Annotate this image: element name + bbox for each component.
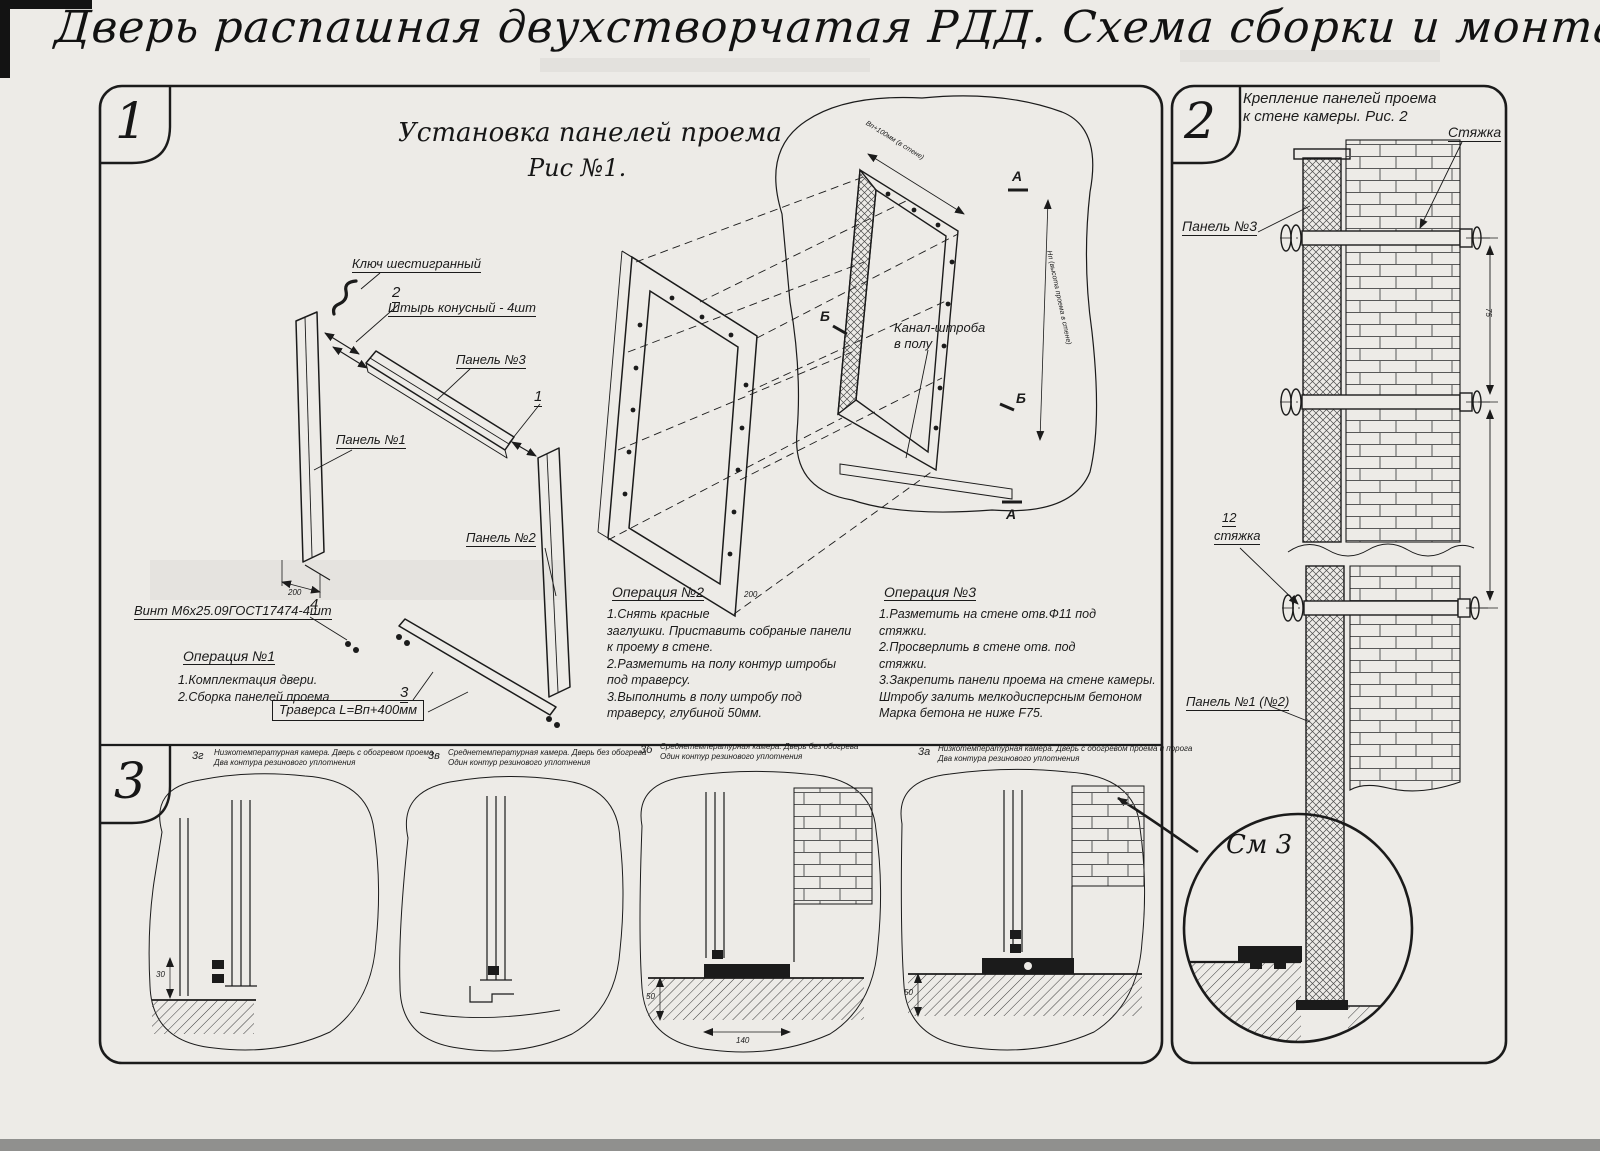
- wall-section-drawing: [1239, 139, 1498, 1007]
- operation2-title: Операция №2: [612, 584, 705, 601]
- operation3-title: Операция №3: [884, 584, 977, 601]
- label-tie-top: Стяжка: [1448, 124, 1502, 143]
- label-tie-item-number: 12: [1222, 510, 1237, 527]
- section2-number: 2: [1184, 92, 1216, 150]
- dim-30-3g: 30: [156, 970, 165, 979]
- label-traverse: Траверса L=Вп+400мм: [272, 700, 425, 721]
- dim-200-left: 200: [288, 588, 302, 597]
- label-panel3-section: Панель №3: [1182, 218, 1258, 237]
- cut-mark-a-bottom: А: [1006, 506, 1017, 522]
- view-3v-caption: Среднетемпературная камера. Дверь без об…: [448, 748, 647, 768]
- label-panel2: Панель №2: [466, 530, 536, 547]
- pin-arrows: [304, 332, 537, 581]
- cut-mark-b-right: Б: [1016, 390, 1026, 406]
- view-3b: [639, 770, 882, 1053]
- wall-opening-view: [775, 95, 1098, 513]
- label-screw: Винт М6х25.09ГОСТ17474-4шт: [134, 603, 332, 620]
- projection-lines: [607, 175, 959, 615]
- operation2-body: 1.Снять красные заглушки. Приставить соб…: [607, 607, 852, 720]
- label-panel3: Панель №3: [456, 352, 526, 369]
- callout-1: 1: [534, 388, 543, 408]
- label-panel1: Панель №1: [336, 432, 406, 449]
- operation3-body: 1.Разметить на стене отв.Ф11 под стяжки.…: [879, 607, 1156, 720]
- hex-key-icon: [331, 279, 358, 316]
- dim-140-3b: 140: [736, 1036, 750, 1045]
- view-3g-caption: Низкотемпературная камера. Дверь с обогр…: [214, 748, 434, 768]
- dim-50-3b: 50: [646, 992, 655, 1001]
- operation1-title: Операция №1: [183, 648, 276, 665]
- fig2-title: Крепление панелей проема к стене камеры.…: [1243, 90, 1437, 126]
- view-3v: [399, 775, 624, 1052]
- assembled-frame-view: [597, 250, 758, 618]
- wall-dim-lines: [867, 153, 1052, 441]
- dim-75: 75: [1484, 308, 1493, 317]
- label-tie-word: стяжка: [1214, 528, 1261, 545]
- label-panel12: Панель №1 (№2): [1186, 694, 1290, 711]
- frame-holes: [622, 295, 749, 557]
- callout-3: 3: [400, 684, 409, 704]
- callout-4: 4: [310, 596, 319, 616]
- dim-lines: [281, 560, 321, 598]
- label-pin: Штырь конусный - 4шт: [388, 300, 536, 317]
- fig1-subtitle: Рис №1.: [528, 154, 627, 182]
- view-3b-id: 3б: [640, 744, 653, 756]
- view-3g: [148, 773, 380, 1051]
- view-3a: [900, 768, 1146, 1051]
- view-3g-id: 3г: [192, 750, 204, 762]
- view-3a-caption: Низкотемпературная камера. Дверь с обогр…: [938, 744, 1193, 764]
- operation1-body: 1.Комплектация двери. 2.Сборка панелей п…: [178, 673, 330, 704]
- cut-mark-b-left: Б: [820, 308, 830, 324]
- sheet-frames: [98, 84, 1508, 1065]
- screw-dots: [345, 634, 560, 728]
- view-3b-caption: Среднетемпературная камера. Дверь без об…: [660, 742, 859, 762]
- view-3v-id: 3в: [428, 750, 440, 762]
- dim-50-3a: 50: [904, 988, 913, 997]
- callout-2: 2: [392, 284, 401, 304]
- section-cut-marks: [832, 188, 1028, 504]
- dim-200-mid: 200: [744, 590, 758, 599]
- label-floor-channel: Канал-штроба в полу: [894, 320, 986, 351]
- section2-leaders: [1239, 141, 1463, 723]
- sheet-title: Дверь распашная двухстворчатая РДД. Схем…: [53, 2, 1600, 53]
- view-3a-id: 3а: [918, 746, 931, 758]
- exploded-parts-view: [281, 272, 571, 728]
- label-hex-key: Ключ шестигранный: [352, 256, 481, 273]
- leader-lines: [309, 272, 557, 713]
- section2-dims: [1466, 237, 1498, 609]
- tie-rod-bottom: [1282, 594, 1488, 622]
- fig1-title: Установка панелей проема: [398, 118, 782, 148]
- cut-mark-a-top: А: [1012, 168, 1023, 184]
- section1-number: 1: [115, 92, 147, 150]
- section3-number: 3: [114, 752, 146, 810]
- label-see-detail-3: См 3: [1226, 830, 1293, 860]
